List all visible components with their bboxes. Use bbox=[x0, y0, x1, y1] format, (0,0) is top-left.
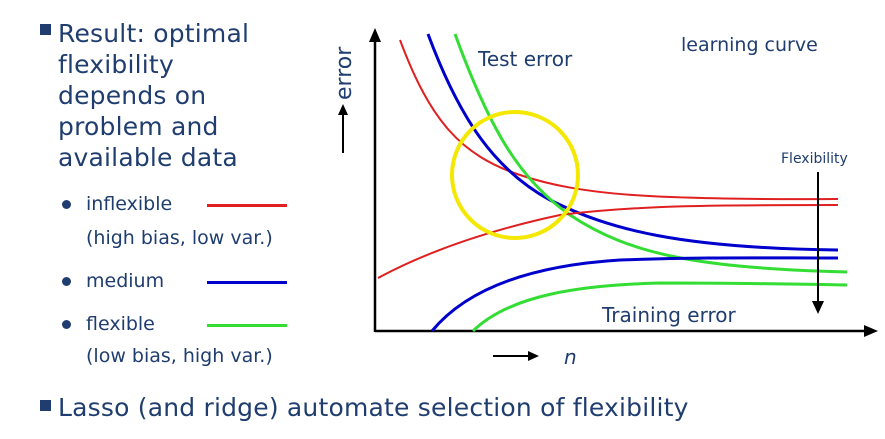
legend-swatch-medium bbox=[207, 281, 287, 284]
y-axis-label: error bbox=[332, 46, 357, 100]
x-axis-label: n bbox=[564, 345, 577, 369]
bullet-dot-flexible bbox=[62, 320, 71, 329]
bullet-square-result bbox=[40, 24, 51, 35]
flexibility-arrowhead bbox=[812, 301, 824, 314]
bullet-square-lasso bbox=[40, 400, 51, 411]
training-error-label: Training error bbox=[601, 303, 736, 327]
x-label-arrowhead bbox=[528, 351, 539, 361]
legend-note-inflexible: (high bias, low var.) bbox=[86, 227, 273, 249]
result-line-2: flexibility bbox=[58, 50, 174, 79]
result-line-4: problem and bbox=[58, 112, 219, 141]
test-error-label: Test error bbox=[477, 47, 573, 71]
training-error-flexible-curve bbox=[471, 281, 848, 333]
legend-swatch-flexible bbox=[207, 324, 287, 327]
y-axis-arrowhead bbox=[369, 28, 381, 42]
legend-label-medium: medium bbox=[86, 270, 165, 292]
result-line-5: available data bbox=[58, 143, 238, 172]
legend-swatch-inflexible bbox=[207, 204, 287, 207]
learning-curve-label: learning curve bbox=[681, 34, 818, 56]
legend-label-inflexible: inflexible bbox=[86, 193, 173, 215]
optimum-highlight-circle bbox=[450, 110, 580, 240]
training-error-medium-curve bbox=[430, 256, 839, 332]
bullet-dot-medium bbox=[62, 277, 71, 286]
bullet-dot-inflexible bbox=[62, 200, 71, 209]
x-axis-arrowhead bbox=[864, 325, 878, 337]
flexibility-label: Flexibility bbox=[781, 151, 848, 167]
result-line-3: depends on bbox=[58, 81, 207, 110]
lasso-text: Lasso (and ridge) automate selection of … bbox=[58, 393, 689, 422]
training-error-inflexible-curve bbox=[377, 204, 839, 279]
y-label-arrowhead bbox=[338, 104, 348, 115]
legend-note-flexible: (low bias, high var.) bbox=[86, 345, 273, 367]
result-line-1: Result: optimal bbox=[58, 19, 250, 48]
legend-label-flexible: flexible bbox=[86, 313, 155, 335]
result-text: Result: optimal flexibility depends on p… bbox=[58, 18, 249, 173]
